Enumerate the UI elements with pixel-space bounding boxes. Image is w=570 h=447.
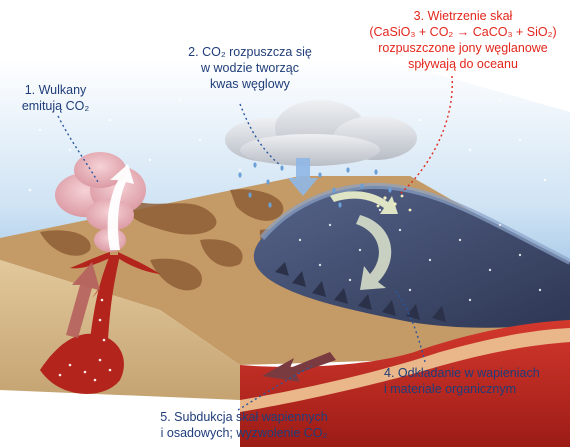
label-weathering-line4: spływają do oceanu <box>408 57 518 71</box>
label-co2-dissolves-line2: w wodzie tworząc <box>201 61 299 75</box>
label-co2-dissolves-line1: 2. CO₂ rozpuszcza się <box>188 45 312 59</box>
rain-cloud <box>225 100 417 166</box>
label-volcanoes-line1: 1. Wulkany <box>24 83 87 97</box>
magma-conduit <box>90 255 120 340</box>
label-volcanoes-line2: emitują CO₂ <box>21 99 90 113</box>
label-subduction: 5. Subdukcja skał wapiennych i osadowych… <box>154 409 334 441</box>
leader-lines <box>57 75 453 411</box>
subducting-plate <box>240 328 570 412</box>
magma-chamber <box>40 333 124 394</box>
label-weathering-line2: (CaSiO₃ + CO₂ → CaCO₃ + SiO₂) <box>369 25 557 39</box>
label-subduction-line2: i osadowych; wyzwolenie CO₂ <box>160 426 328 440</box>
label-co2-dissolves: 2. CO₂ rozpuszcza się w wodzie tworząc k… <box>170 44 330 92</box>
runoff-arrow <box>330 191 398 214</box>
label-deposition-line2: i materiale organicznym <box>384 382 516 396</box>
label-co2-dissolves-line3: kwas węglowy <box>210 77 290 91</box>
deposition-arrow <box>356 215 392 290</box>
lava-flows <box>70 252 160 298</box>
rain-down-arrow <box>288 158 318 196</box>
label-subduction-line1: 5. Subdukcja skał wapiennych <box>160 410 328 424</box>
co2-up-arrow <box>107 164 134 250</box>
label-weathering-line1: 3. Wietrzenie skał <box>413 9 513 23</box>
label-deposition: 4. Odkładanie w wapieniach i materiale o… <box>384 365 544 397</box>
magma-arrow <box>66 262 100 338</box>
ocean-sediment-spikes <box>275 262 446 322</box>
subduction-arrow <box>262 352 336 382</box>
weathering-sparkles <box>376 194 412 212</box>
label-weathering-line3: rozpuszczone jony węglanowe <box>378 41 548 55</box>
label-deposition-line1: 4. Odkładanie w wapieniach <box>384 366 540 380</box>
ocean-dots <box>298 208 542 302</box>
label-weathering: 3. Wietrzenie skał (CaSiO₃ + CO₂ → CaCO₃… <box>358 8 568 72</box>
ocean-shore <box>259 182 570 265</box>
magma-dots <box>58 298 112 382</box>
label-volcanoes: 1. Wulkany emitują CO₂ <box>8 82 103 114</box>
